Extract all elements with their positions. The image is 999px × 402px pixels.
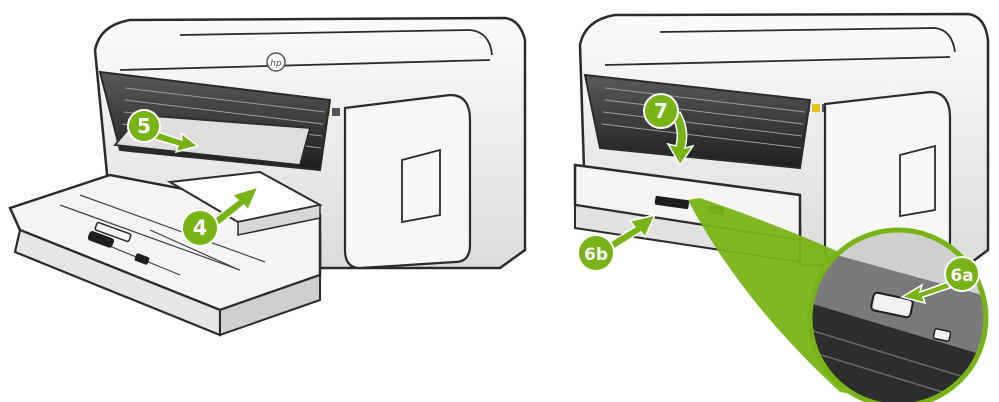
- left-printer: hp: [10, 18, 525, 335]
- step-7-label: 7: [654, 99, 668, 123]
- left-right-panel: [345, 95, 470, 268]
- step-5-label: 5: [137, 114, 151, 138]
- step-4-label: 4: [193, 216, 208, 240]
- step-6b-label: 6b: [584, 245, 608, 265]
- hp-logo-icon: hp: [267, 53, 285, 71]
- step-6a-label: 6a: [950, 266, 973, 286]
- svg-text:hp: hp: [270, 59, 282, 69]
